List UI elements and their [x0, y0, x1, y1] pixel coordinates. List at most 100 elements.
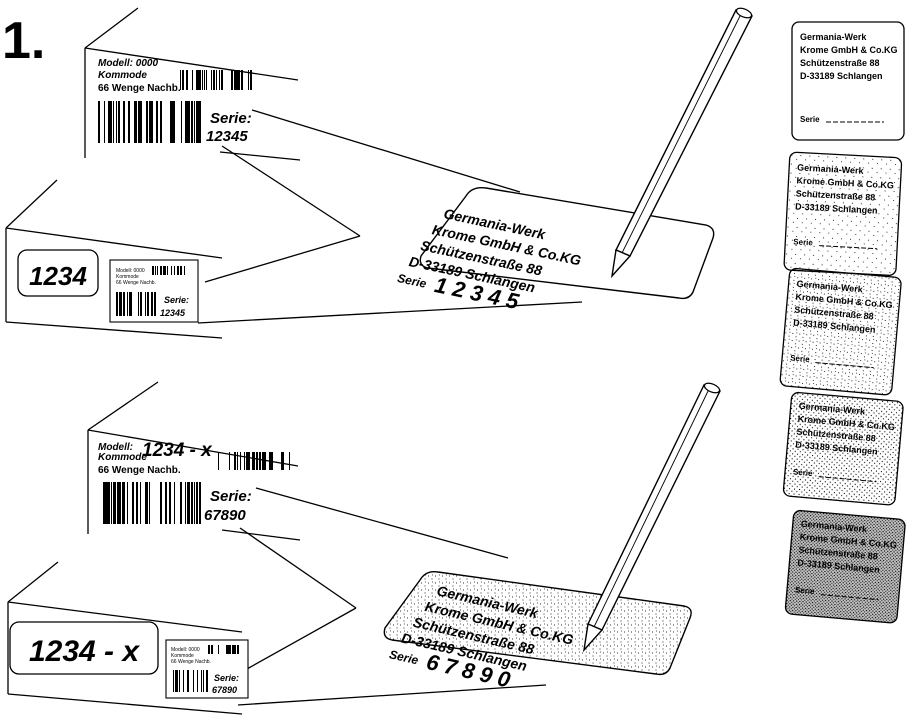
barcode-bar [141, 101, 142, 143]
barcode-bar [116, 292, 118, 316]
barcode-bar [186, 101, 188, 143]
v1-line2: Krome GmbH & Co.KG [800, 45, 898, 55]
barcode-bar [181, 482, 182, 524]
barcode-bar [169, 482, 171, 524]
barcode-bar [140, 292, 141, 316]
barcode-bar [200, 101, 201, 143]
barcode-bar [189, 482, 190, 524]
barcode-bar [175, 670, 177, 692]
barcode-bar [160, 101, 162, 143]
barcode-bar [179, 670, 180, 692]
barcode-bar [211, 645, 213, 654]
barcode-bar [127, 292, 128, 316]
barcode-bar [174, 266, 175, 275]
barcode-bar [120, 482, 121, 524]
barcode-bar [235, 645, 236, 654]
barcode-bar [178, 266, 179, 275]
bottom-mini-serie: Serie: [214, 673, 239, 683]
barcode-bar [184, 266, 185, 275]
top-box-number: 1234 [29, 261, 87, 291]
bottom-label-product: Kommode [98, 452, 147, 463]
bottom-mini-product: Kommode [171, 653, 194, 659]
barcode-bar [116, 101, 117, 143]
barcode-bar [204, 70, 205, 90]
top-mini-barcode-small [152, 266, 185, 275]
barcode-bar [214, 70, 215, 90]
barcode-bar [254, 452, 255, 470]
barcode-bar [271, 452, 273, 470]
barcode-bar [229, 645, 231, 654]
barcode-bar [174, 482, 175, 524]
barcode-bar [237, 645, 239, 654]
barcode-bar [265, 452, 266, 470]
top-label-product: Kommode [98, 70, 147, 81]
barcode-bar [146, 482, 148, 524]
barcode-bar [250, 70, 252, 90]
barcode-bar [113, 482, 115, 524]
barcode-bar [160, 482, 162, 524]
bottom-label-serie-number: 67890 [204, 507, 246, 524]
barcode-bar [218, 645, 219, 654]
barcode-bar [157, 266, 158, 275]
barcode-bar [140, 482, 141, 524]
barcode-bar [196, 101, 198, 143]
bottom-label-model-value: 1234 - x [142, 440, 213, 461]
barcode-bar [103, 482, 105, 524]
barcode-bar [239, 70, 240, 90]
v5-serie: Serie [795, 585, 816, 596]
barcode-bar [156, 101, 158, 143]
bottom-box-number: 1234 - x [29, 635, 140, 668]
bottom-barcode-small [218, 452, 290, 470]
pen-top [610, 7, 753, 279]
barcode-bar [118, 101, 120, 143]
barcode-bar [180, 482, 181, 524]
barcode-bar [138, 292, 139, 316]
barcode-bar [234, 70, 236, 90]
barcode-bar [120, 292, 121, 316]
barcode-bar [163, 266, 165, 275]
top-scene: Modell: 0000 Kommode 66 Wenge Nachb. Ser… [5, 7, 753, 339]
variant-card-4: Germania-Werk Krome GmbH & Co.KG Schütze… [782, 391, 904, 506]
v1-line4: D-33189 Schlangen [800, 71, 883, 81]
barcode-bar [269, 452, 271, 470]
barcode-bar [106, 482, 108, 524]
top-mini-model: Modell: 0000 [116, 268, 145, 274]
barcode-bar [198, 101, 200, 143]
barcode-bar [191, 101, 193, 143]
barcode-bar [173, 670, 174, 692]
v2-line1: Germania-Werk [797, 162, 865, 176]
barcode-bar [171, 266, 172, 275]
barcode-bar [181, 101, 182, 143]
barcode-bar [152, 266, 153, 275]
barcode-bar [281, 452, 282, 470]
figure-label: 1. [2, 12, 45, 70]
v2-line3: Schützenstraße 88 [796, 188, 876, 202]
top-product-box: 1234 Modell: 0000 Kommode 66 Wenge Nachb… [5, 179, 223, 339]
bottom-box-number-plate [9, 621, 159, 675]
variant-cards: Germania-Werk Krome GmbH & Co.KG Schütze… [779, 21, 906, 624]
barcode-bar [282, 452, 284, 470]
barcode-bar [233, 645, 235, 654]
barcode-bar [108, 101, 110, 143]
barcode-bar [188, 101, 190, 143]
v1-serie: Serie [800, 115, 820, 124]
barcode-bar [105, 482, 106, 524]
barcode-bar [196, 70, 198, 90]
barcode-bar [160, 266, 162, 275]
barcode-bar [197, 670, 198, 692]
barcode-bar [147, 101, 148, 143]
top-box-number-plate [17, 249, 99, 297]
barcode-bar [173, 101, 175, 143]
barcode-bar [199, 482, 201, 524]
barcode-bar [194, 101, 195, 143]
barcode-bar [167, 266, 168, 275]
barcode-bar [262, 452, 264, 470]
barcode-bar [208, 645, 210, 654]
top-label-serie-number: 12345 [206, 128, 248, 145]
barcode-bar [145, 292, 146, 316]
barcode-bar [211, 70, 212, 90]
barcode-small [180, 70, 252, 90]
barcode-bar [198, 70, 200, 90]
barcode-bar [119, 482, 120, 524]
barcode-bar [165, 482, 167, 524]
